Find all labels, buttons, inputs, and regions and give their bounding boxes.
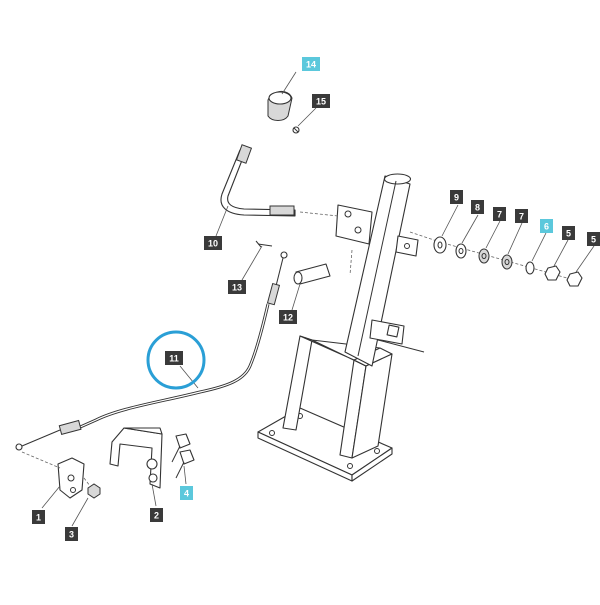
callout-9-text: 9 <box>454 193 459 203</box>
washer-7b <box>501 254 513 270</box>
nut-5a <box>544 265 561 281</box>
spring-washer-6 <box>525 261 535 275</box>
shift-lever-10 <box>220 144 296 217</box>
callout-5b[interactable]: 5 <box>587 232 600 246</box>
callout-6[interactable]: 6 <box>540 219 553 233</box>
nut-3 <box>87 483 101 499</box>
callout-7a-text: 7 <box>497 210 502 220</box>
callout-15[interactable]: 15 <box>312 94 330 108</box>
callout-3-text: 3 <box>69 530 74 540</box>
callout-10[interactable]: 10 <box>204 236 222 250</box>
callout-14-text: 14 <box>306 60 316 70</box>
callout-14[interactable]: 14 <box>302 57 320 71</box>
callout-8[interactable]: 8 <box>471 200 484 214</box>
callout-5b-text: 5 <box>591 235 596 245</box>
callout-1-text: 1 <box>36 513 41 523</box>
callout-8-text: 8 <box>475 203 480 213</box>
nut-5b <box>566 271 583 287</box>
callout-12-text: 12 <box>283 313 293 323</box>
bolts-4 <box>171 433 195 479</box>
washer-9 <box>433 236 447 254</box>
bracket-2 <box>109 427 163 489</box>
callout-4[interactable]: 4 <box>180 486 193 500</box>
leader-lines <box>41 71 595 527</box>
link-pin-12 <box>293 263 331 285</box>
callout-1[interactable]: 1 <box>32 510 45 524</box>
cable-clamp-1 <box>57 457 85 499</box>
washer-7a <box>478 248 490 264</box>
callout-11-text: 11 <box>169 354 179 364</box>
callout-11[interactable]: 11 <box>165 351 183 365</box>
callout-5a-text: 5 <box>566 229 571 239</box>
callout-15-text: 15 <box>316 97 326 107</box>
callout-5a[interactable]: 5 <box>562 226 575 240</box>
callout-13[interactable]: 13 <box>228 280 246 294</box>
callout-13-text: 13 <box>232 283 242 293</box>
callout-2-text: 2 <box>154 511 159 521</box>
callout-6-text: 6 <box>544 222 549 232</box>
callout-labels: 1 2 3 4 5 5 6 7 7 8 9 10 11 12 13 14 15 <box>32 57 600 541</box>
pedestal-base <box>257 335 393 482</box>
callout-7a[interactable]: 7 <box>493 207 506 221</box>
shift-knob-14 <box>267 91 293 121</box>
selected-part-highlight-ring <box>146 330 206 390</box>
steering-column <box>335 173 425 367</box>
callout-3[interactable]: 3 <box>65 527 78 541</box>
throttle-cable-11 <box>15 251 288 451</box>
callout-10-text: 10 <box>208 239 218 249</box>
callout-7b-text: 7 <box>519 212 524 222</box>
callout-12[interactable]: 12 <box>279 310 297 324</box>
clip-13 <box>255 240 273 248</box>
callout-4-text: 4 <box>184 489 189 499</box>
washer-8 <box>455 243 467 259</box>
callout-7b[interactable]: 7 <box>515 209 528 223</box>
callout-9[interactable]: 9 <box>450 190 463 204</box>
callout-2[interactable]: 2 <box>150 508 163 522</box>
screw-15 <box>292 126 300 134</box>
